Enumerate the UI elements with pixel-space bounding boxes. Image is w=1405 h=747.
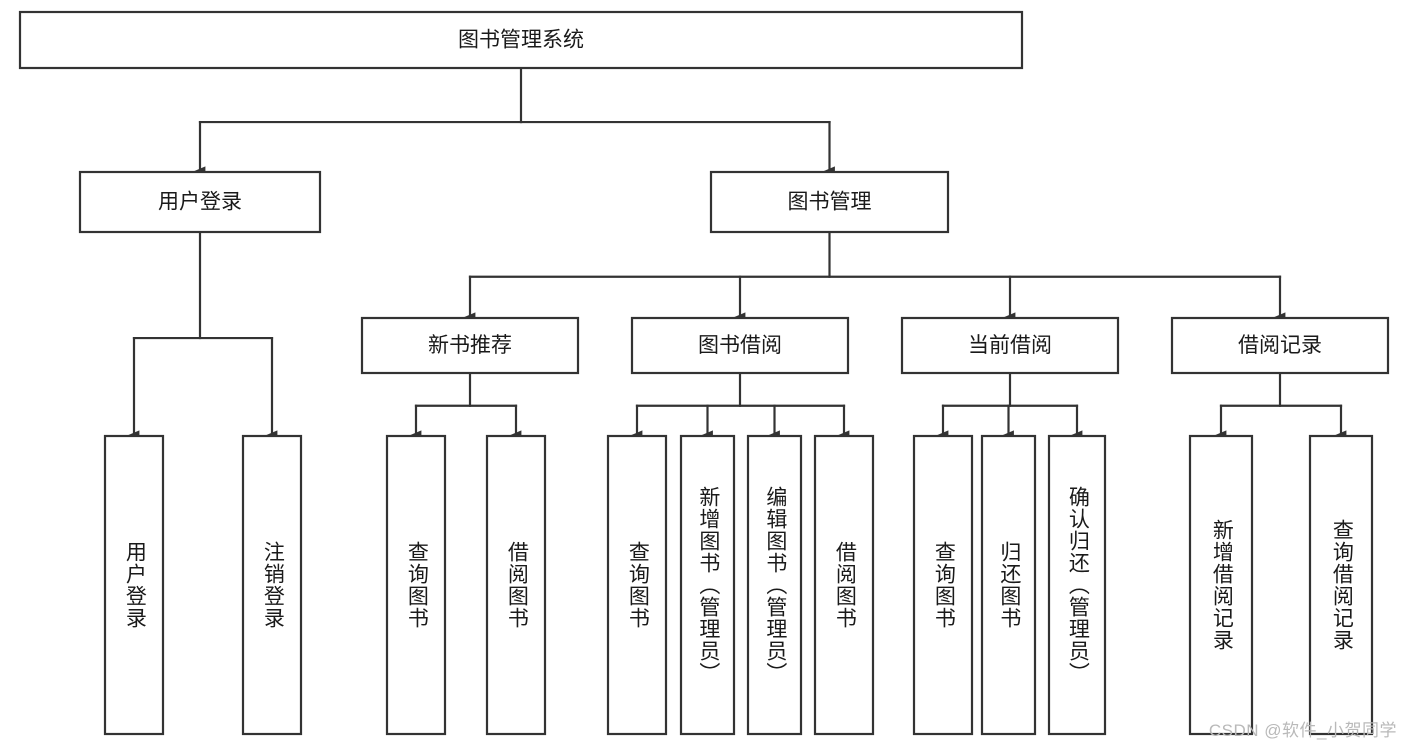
node-box-current[interactable] <box>900 316 1120 375</box>
node-label-bookmgmt: 图书管理 <box>788 191 872 214</box>
node-label-root: 图书管理系统 <box>458 29 584 52</box>
node-label-current: 当前借阅 <box>968 334 1052 357</box>
node-box-leaf-rec-add[interactable] <box>1188 434 1254 736</box>
node-box-records[interactable] <box>1170 316 1390 375</box>
watermark-text: CSDN @软件_小贺同学 <box>1208 721 1397 740</box>
node-box-leaf-bw-borrow[interactable] <box>813 434 875 736</box>
box-layer <box>18 10 1390 736</box>
node-box-leaf-bw-edit[interactable] <box>746 434 803 736</box>
node-box-leaf-logout[interactable] <box>241 434 303 736</box>
node-box-leaf-bw-add[interactable] <box>679 434 736 736</box>
edge-layer <box>128 66 1347 440</box>
node-box-borrow[interactable] <box>630 316 850 375</box>
node-box-bookmgmt[interactable] <box>709 170 950 234</box>
node-label-borrow: 图书借阅 <box>698 334 782 357</box>
node-box-leaf-rec-query[interactable] <box>1308 434 1374 736</box>
node-box-leaf-nb-borrow[interactable] <box>485 434 547 736</box>
node-label-records: 借阅记录 <box>1238 334 1322 357</box>
node-box-leaf-cur-return[interactable] <box>980 434 1037 736</box>
node-box-leaf-login[interactable] <box>103 434 165 736</box>
node-label-newbook: 新书推荐 <box>428 334 512 357</box>
node-box-login[interactable] <box>78 170 322 234</box>
node-box-leaf-cur-confirm[interactable] <box>1047 434 1107 736</box>
node-box-leaf-bw-query[interactable] <box>606 434 668 736</box>
node-box-leaf-cur-query[interactable] <box>912 434 974 736</box>
node-box-newbook[interactable] <box>360 316 580 375</box>
node-box-leaf-nb-query[interactable] <box>385 434 447 736</box>
node-box-root[interactable] <box>18 10 1024 70</box>
node-label-login: 用户登录 <box>158 191 242 214</box>
